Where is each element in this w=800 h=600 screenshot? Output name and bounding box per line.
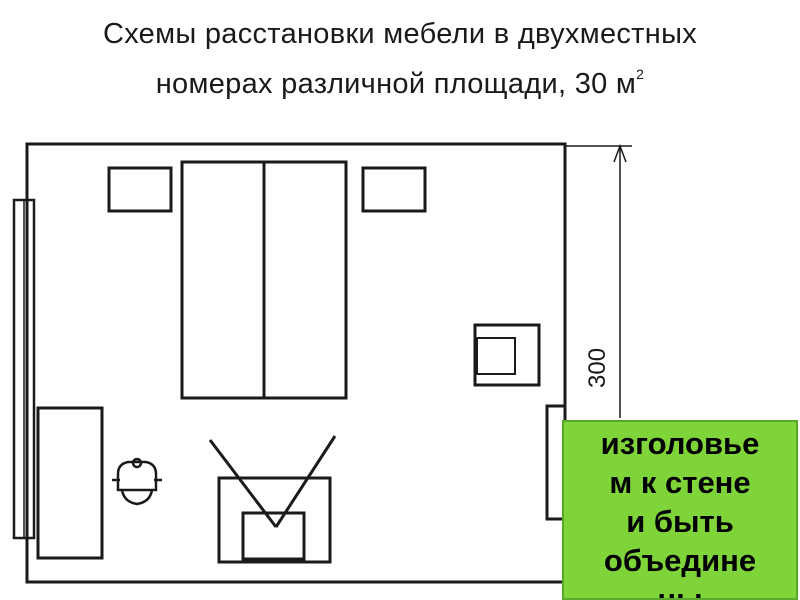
dimension-label: 300: [584, 348, 611, 388]
desk: [36, 406, 104, 560]
nightstand-left: [107, 166, 173, 213]
slide-title: Схемы расстановки мебели в двухместных н…: [0, 14, 800, 104]
tv-view-line-left: [208, 439, 278, 528]
room-wall: [25, 142, 567, 584]
tv-cabinet: [217, 476, 332, 564]
title-line-2-text: номерах различной площади, 30 м: [155, 68, 637, 100]
note-text: изголовье м к стене и быть объедине ны: [600, 426, 760, 600]
title-line-1: Схемы расстановки мебели в двухместных: [102, 18, 698, 50]
tv-view-line-right: [274, 435, 337, 528]
chair: [112, 457, 162, 506]
dimension-arrow-top: [613, 143, 627, 163]
floor-plan: 300: [0, 118, 650, 600]
title-line-2: номерах различной площади, 30 м2: [0, 54, 800, 104]
tv-set: [241, 511, 306, 561]
armchair-inner: [476, 337, 516, 375]
nightstand-right: [361, 166, 427, 213]
armchair-outer: [473, 323, 541, 387]
title-superscript: 2: [636, 66, 645, 82]
callout-note: изголовье м к стене и быть объедине ны: [562, 420, 798, 600]
